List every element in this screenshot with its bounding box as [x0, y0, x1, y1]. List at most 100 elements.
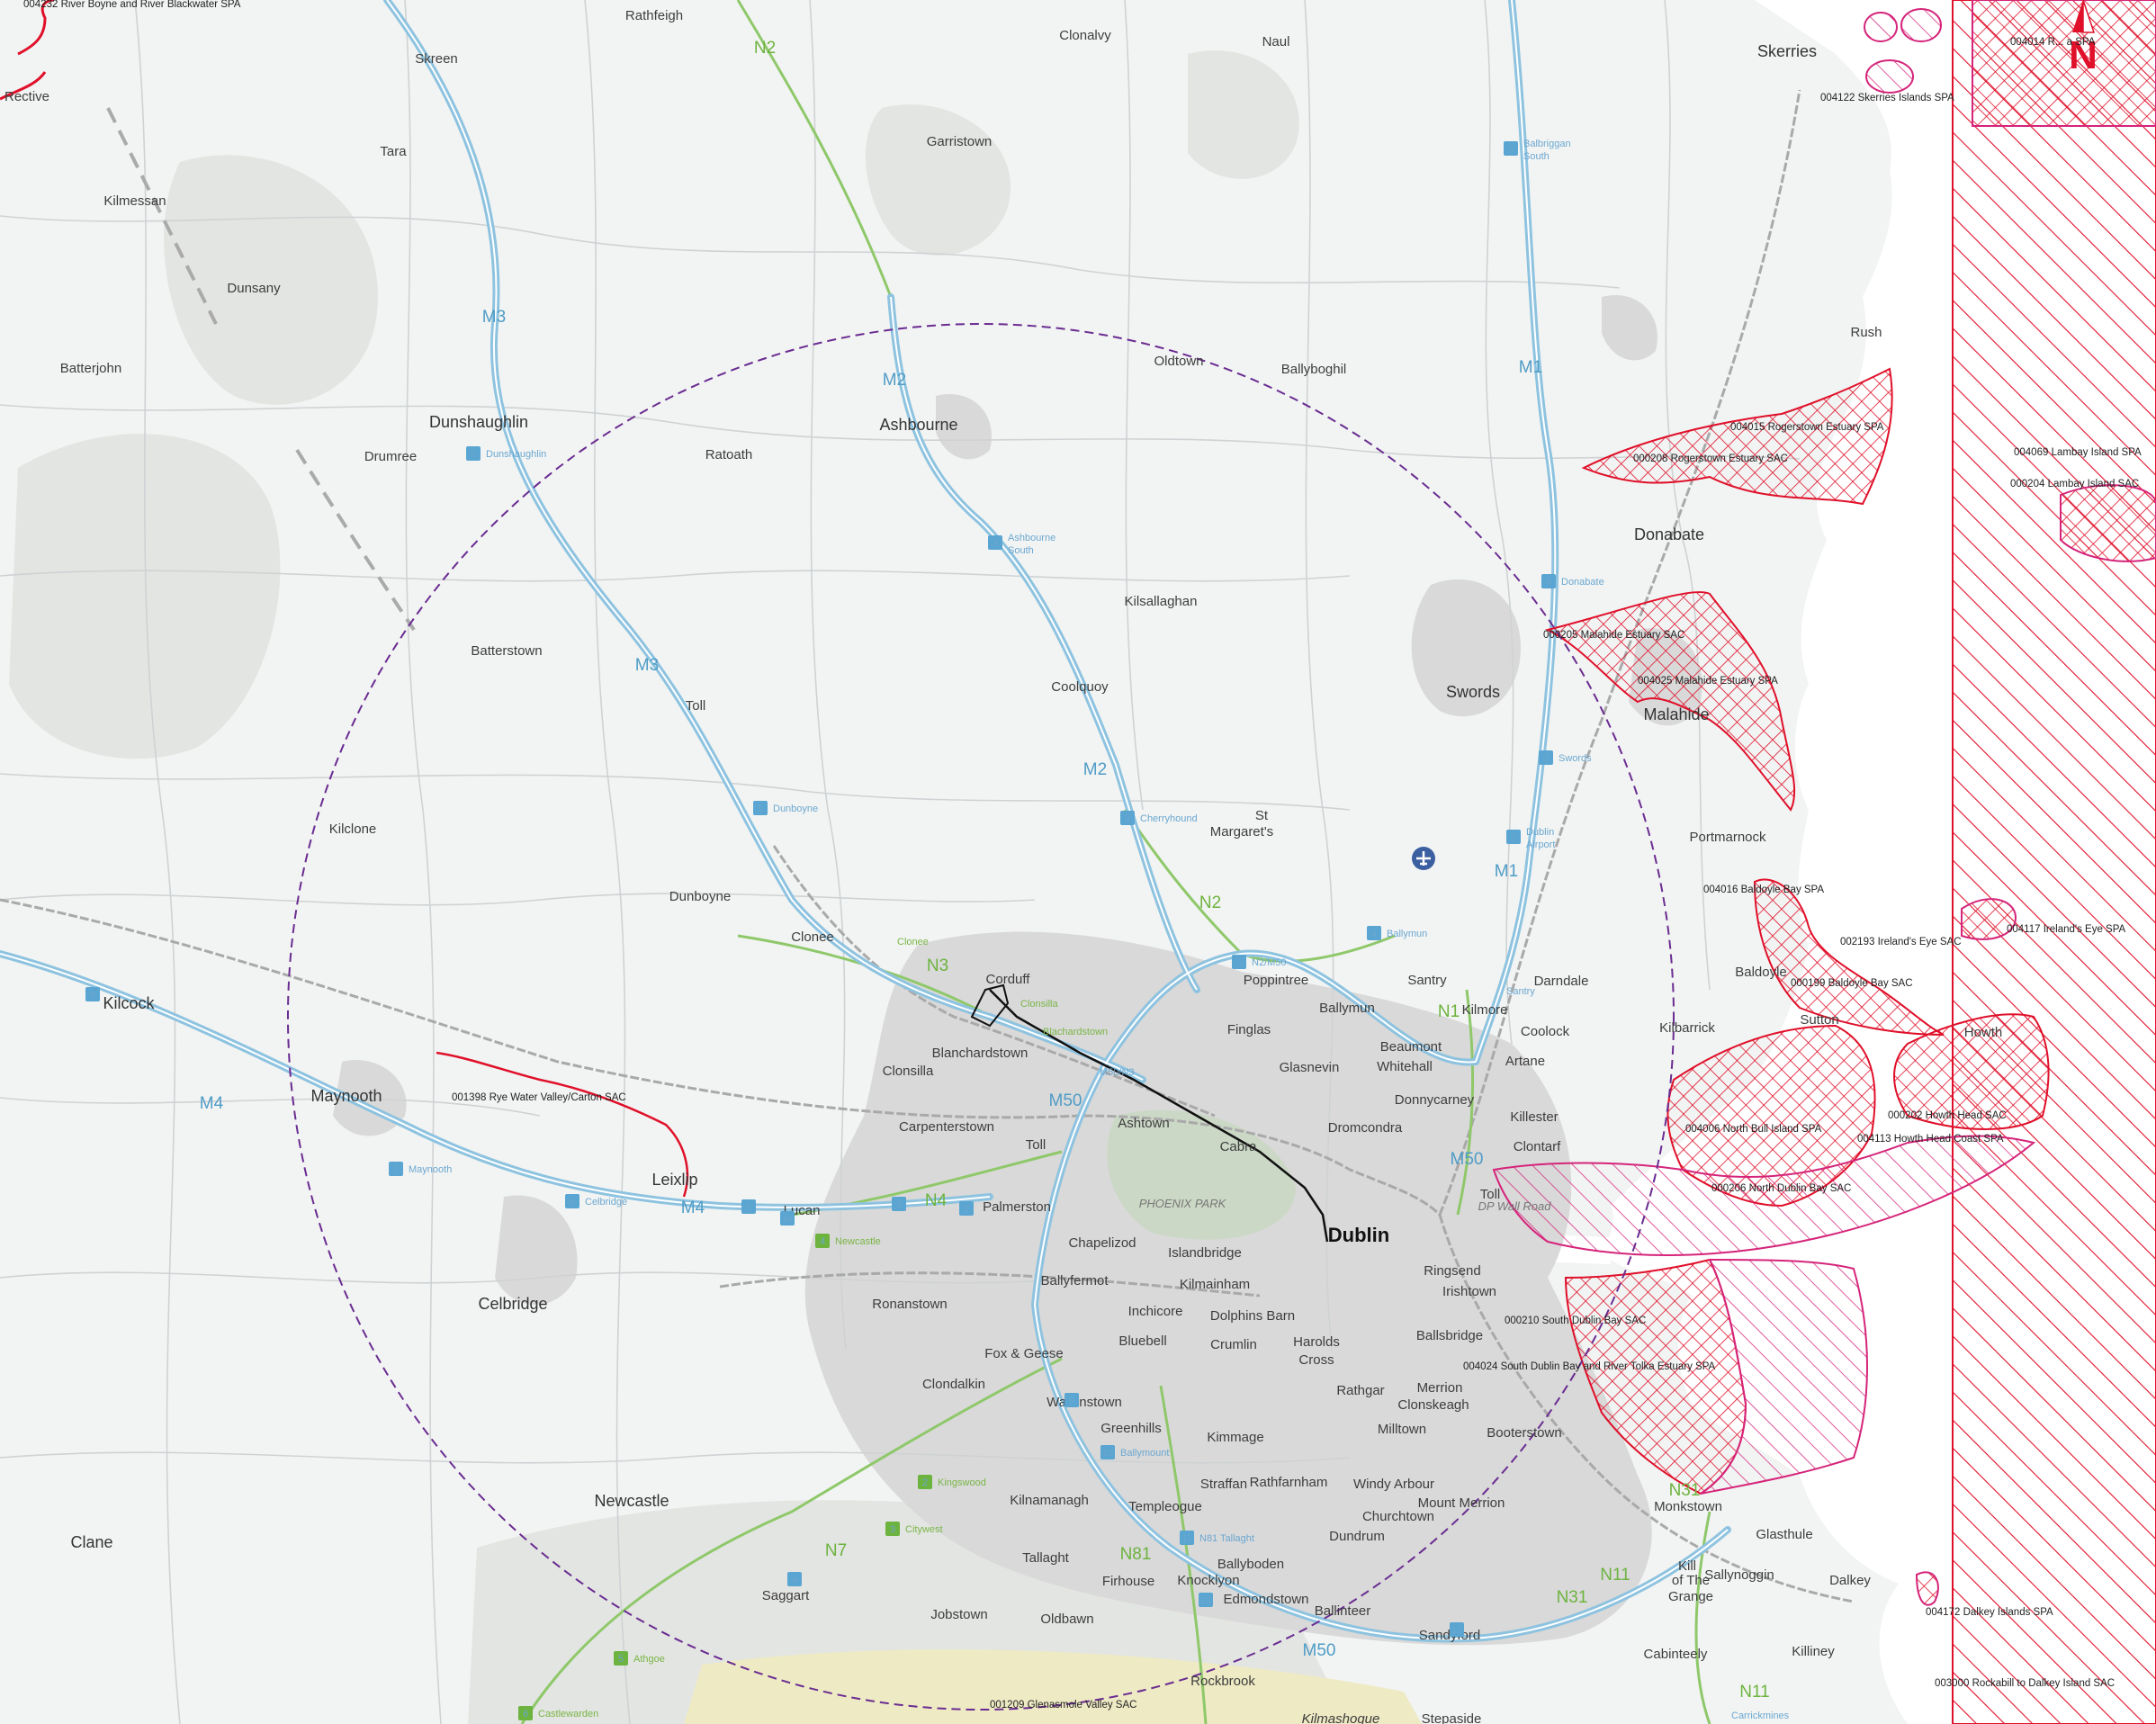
place-label: Kilmessan [103, 193, 166, 209]
designated-site-label: 004024 South Dublin Bay and River Tolka … [1463, 1361, 1716, 1372]
place-label: Mount Merrion [1418, 1495, 1505, 1511]
designated-site-label: 000205 Malahide Estuary SAC [1543, 630, 1684, 641]
place-label: Rathgar [1336, 1383, 1384, 1398]
north-arrow-icon: N [2069, 0, 2098, 77]
road-label: N31 [1669, 1481, 1701, 1500]
junction-number: 4 [792, 1575, 797, 1585]
junction-number: 2 [1511, 832, 1516, 843]
junction-number: 5 [758, 804, 763, 814]
road-label: N11 [1739, 1683, 1769, 1702]
junction-label: Dublin [1526, 827, 1554, 838]
place-label: Edmondstown [1223, 1592, 1308, 1607]
junction-marker [1539, 750, 1553, 765]
place-label: of The [1672, 1573, 1710, 1588]
junction-marker [1065, 1393, 1079, 1407]
place-label: Glasthule [1756, 1527, 1812, 1542]
junction-marker [780, 1211, 795, 1226]
north-label: N [2069, 33, 2098, 77]
dalkey-islands [1915, 1571, 1939, 1606]
junction-label: Cherryhound [1140, 813, 1198, 824]
designated-site-label: 000199 Baldoyle Bay SAC [1791, 978, 1913, 989]
place-label: Carpenterstown [899, 1119, 994, 1135]
place-label: Blanchardstown [932, 1046, 1029, 1061]
place-label: Clondalkin [922, 1377, 985, 1392]
designated-site-label: 004016 Baldoyle Bay SPA [1703, 884, 1824, 895]
junction-label: N2/M50 [1252, 957, 1287, 968]
place-label: Dunsany [227, 281, 281, 296]
junction-marker [1199, 1593, 1213, 1607]
place-label: Garristown [927, 134, 993, 149]
place-label: Rective [4, 89, 49, 104]
junction-number: 3 [890, 1524, 895, 1535]
place-label: Maynooth [310, 1087, 382, 1105]
place-label: Clontarf [1514, 1139, 1561, 1154]
road-label: M3 [482, 308, 506, 327]
junction-marker [885, 1522, 900, 1536]
junction-label: Blachardstown [1043, 1027, 1108, 1037]
road-label: N31 [1557, 1588, 1588, 1607]
road-label: M50 [1303, 1641, 1336, 1660]
road-label: M4 [200, 1094, 224, 1113]
junction-number: 6 [570, 1197, 575, 1208]
junction-number: 6 [523, 1709, 528, 1720]
place-label: Darndale [1534, 974, 1589, 989]
junction-label: Clonsilla [1020, 999, 1058, 1010]
designated-site-label: 004122 Skerries Islands SPA [1820, 93, 1954, 103]
junction-marker [787, 1572, 802, 1586]
junction-number: 3 [993, 538, 998, 549]
road-label: M1 [1519, 358, 1542, 377]
minor-roads [0, 0, 1801, 1724]
place-label: Islandbridge [1168, 1245, 1242, 1261]
junction-label: Airport [1526, 840, 1555, 850]
site-boundary[interactable] [970, 983, 1010, 1028]
junction-number: 13 [1451, 1625, 1462, 1636]
place-label: Tara [380, 144, 407, 159]
place-label: Irishtown [1442, 1284, 1496, 1299]
place-label: Ballinteer [1315, 1603, 1371, 1619]
road-label: M4 [681, 1199, 705, 1217]
road-label: M3 [635, 656, 659, 675]
place-label: Clane [70, 1533, 112, 1551]
junction-label: Maynooth [409, 1164, 452, 1175]
junction-marker [1504, 141, 1518, 156]
designated-site-label: 004014 R... a SPA [2010, 37, 2096, 48]
place-label: Coolquoy [1051, 679, 1109, 695]
junction-label: Donabate [1561, 577, 1604, 588]
toll-label: Toll [686, 698, 706, 714]
phoenix-park [1107, 1109, 1296, 1240]
junction-number: 2 [1125, 813, 1130, 824]
junction-number: 5 [1508, 144, 1514, 155]
designated-site-label: 001209 Glenasmole Valley SAC [990, 1700, 1136, 1711]
junction-number: 4 [820, 1236, 825, 1247]
place-label: Clonsilla [883, 1064, 934, 1079]
place-label: Clonskeagh [1397, 1397, 1469, 1413]
howth-head [1893, 1013, 2050, 1130]
place-label: Skerries [1757, 42, 1817, 60]
mountain-area [684, 1649, 1422, 1724]
designated-site-label: 000204 Lambay Island SAC [2010, 479, 2139, 489]
route-line[interactable] [989, 989, 1329, 1243]
toll-label: Toll [1026, 1137, 1047, 1153]
road-label: N81 [1120, 1545, 1152, 1564]
junction-label: Ballymun [1387, 929, 1427, 939]
junction-label: Dunshaughlin [486, 449, 546, 460]
junction-number: 5 [746, 1202, 751, 1213]
place-label: Ballyfermot [1040, 1273, 1109, 1289]
place-label: Saggart [762, 1588, 810, 1603]
place-label: Ratoath [705, 447, 753, 462]
place-label: Palmerston [983, 1199, 1051, 1215]
junction-marker [892, 1197, 906, 1211]
junction-marker [389, 1162, 403, 1176]
designated-site-label: 002193 Ireland's Eye SAC [1840, 937, 1962, 947]
junction-marker [741, 1199, 756, 1214]
railways [0, 89, 1855, 1603]
junction-marker [1450, 1622, 1464, 1637]
place-label: Ballymun [1319, 1001, 1375, 1016]
place-label: Donabate [1634, 525, 1704, 543]
place-label: Harolds [1293, 1334, 1340, 1350]
place-label: Ronanstown [872, 1297, 947, 1312]
place-label: Ballyboghil [1281, 362, 1347, 377]
junction-label: N81 Tallaght [1199, 1533, 1254, 1544]
designated-site-label: 004172 Dalkey Islands SPA [1926, 1607, 2053, 1618]
